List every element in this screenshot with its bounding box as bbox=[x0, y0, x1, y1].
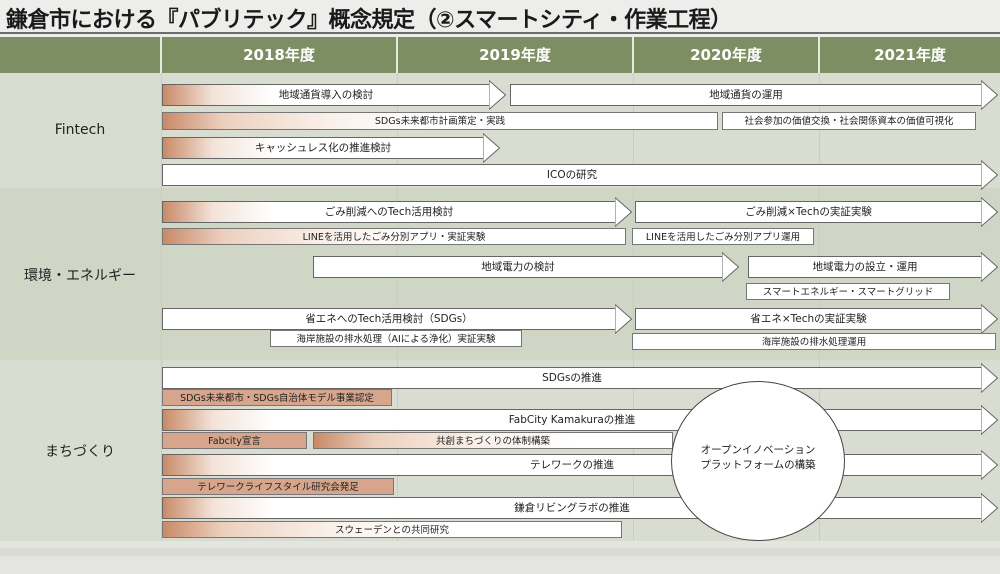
task-coastal-operation: 海岸施設の排水処理運用 bbox=[632, 333, 996, 350]
task-cashless: キャッシュレス化の推進検討 bbox=[162, 133, 500, 163]
platform-label-line1: オープンイノベーション bbox=[700, 444, 816, 456]
platform-label-line2: プラットフォームの構築 bbox=[700, 459, 816, 471]
year-2021: 2021年度 bbox=[874, 46, 946, 64]
year-separator bbox=[818, 37, 820, 73]
grid-line bbox=[161, 73, 162, 541]
task-telework-study-group: テレワークライフスタイル研究会発足 bbox=[162, 478, 394, 495]
page-title: 鎌倉市における『パブリテック』概念規定（②スマートシティ・作業工程） bbox=[6, 8, 732, 33]
year-2019: 2019年度 bbox=[479, 46, 551, 64]
category-env: 環境・エネルギー bbox=[24, 268, 136, 284]
task-local-currency-study: 地域通貨導入の検討 bbox=[162, 80, 506, 110]
task-local-power-study: 地域電力の検討 bbox=[313, 252, 739, 282]
category-town: まちづくり bbox=[45, 444, 115, 460]
grid-line bbox=[819, 73, 820, 541]
task-cocreation: 共創まちづくりの体制構築 bbox=[313, 432, 673, 449]
task-coastal-ai-demo: 海岸施設の排水処理（AIによる浄化）実証実験 bbox=[270, 330, 522, 347]
task-sdgs-model: SDGs未来都市・SDGs自治体モデル事業認定 bbox=[162, 389, 392, 406]
task-energy-tech-demo: 省エネ×Techの実証実験 bbox=[635, 304, 998, 334]
task-fabcity-declaration: Fabcity宣言 bbox=[162, 432, 307, 449]
task-local-power-setup: 地域電力の設立・運用 bbox=[748, 252, 998, 282]
year-separator bbox=[632, 37, 634, 73]
category-fintech: Fintech bbox=[54, 122, 106, 138]
title-rule bbox=[0, 32, 1000, 34]
grid-line bbox=[397, 73, 398, 541]
task-sdgs-plan: SDGs未来都市計画策定・実践 bbox=[162, 112, 718, 130]
task-social-value: 社会参加の価値交換・社会関係資本の価値可視化 bbox=[722, 112, 976, 130]
task-waste-tech-study: ごみ削減へのTech活用検討 bbox=[162, 197, 632, 227]
year-separator bbox=[160, 37, 162, 73]
task-fabcity-promotion: FabCity Kamakuraの推進 bbox=[162, 405, 998, 435]
task-smart-grid: スマートエネルギー・スマートグリッド bbox=[746, 283, 950, 300]
task-ico: ICOの研究 bbox=[162, 160, 998, 190]
year-separator bbox=[396, 37, 398, 73]
year-header bbox=[0, 37, 1000, 73]
task-living-lab: 鎌倉リビングラボの推進 bbox=[162, 493, 998, 523]
task-energy-tech-study: 省エネへのTech活用検討（SDGs） bbox=[162, 304, 632, 334]
task-waste-tech-demo: ごみ削減×Techの実証実験 bbox=[635, 197, 998, 227]
year-2018: 2018年度 bbox=[243, 46, 315, 64]
platform-label: オープンイノベーション プラットフォームの構築 bbox=[671, 443, 845, 473]
footer-strip bbox=[0, 548, 1000, 556]
task-sdgs-promotion: SDGsの推進 bbox=[162, 363, 998, 393]
task-local-currency-operation: 地域通貨の運用 bbox=[510, 80, 998, 110]
grid-line bbox=[633, 73, 634, 541]
task-line-waste-operation: LINEを活用したごみ分別アプリ運用 bbox=[632, 228, 814, 245]
task-sweden: スウェーデンとの共同研究 bbox=[162, 521, 622, 538]
task-telework: テレワークの推進 bbox=[162, 450, 998, 480]
platform-ellipse bbox=[671, 381, 845, 541]
task-line-waste-demo: LINEを活用したごみ分別アプリ・実証実験 bbox=[162, 228, 626, 245]
year-2020: 2020年度 bbox=[690, 46, 762, 64]
footer-area bbox=[0, 541, 1000, 574]
